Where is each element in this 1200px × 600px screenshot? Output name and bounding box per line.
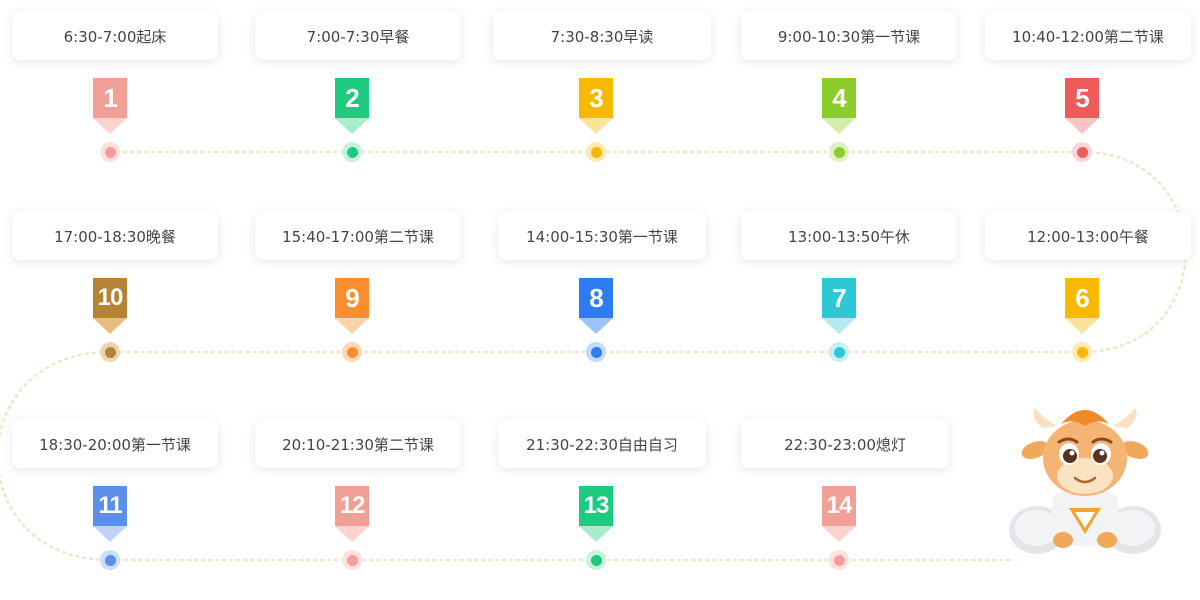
- schedule-card-10: 17:00-18:30晚餐: [12, 212, 218, 260]
- step-number-badge: 10: [93, 278, 127, 334]
- step-number-badge: 8: [579, 278, 613, 334]
- timeline-dot: [100, 550, 120, 570]
- step-number-badge: 7: [822, 278, 856, 334]
- step-number: 6: [1065, 278, 1099, 318]
- badge-pointer-icon: [93, 118, 127, 134]
- badge-pointer-icon: [335, 118, 369, 134]
- step-number: 9: [335, 278, 369, 318]
- badge-pointer-icon: [579, 118, 613, 134]
- step-number: 14: [822, 486, 856, 526]
- timeline-dot: [342, 142, 362, 162]
- timeline-dot: [829, 550, 849, 570]
- step-number: 1: [93, 78, 127, 118]
- timeline-dot: [586, 142, 606, 162]
- schedule-card-11: 18:30-20:00第一节课: [12, 420, 218, 468]
- timeline-dot: [342, 550, 362, 570]
- step-number: 12: [335, 486, 369, 526]
- timeline-dot: [586, 550, 606, 570]
- schedule-card-12: 20:10-21:30第二节课: [255, 420, 461, 468]
- step-number: 8: [579, 278, 613, 318]
- badge-pointer-icon: [335, 526, 369, 542]
- schedule-card-7: 13:00-13:50午休: [741, 212, 957, 260]
- step-number-badge: 1: [93, 78, 127, 134]
- step-number: 5: [1065, 78, 1099, 118]
- timeline-dot: [829, 342, 849, 362]
- step-number: 13: [579, 486, 613, 526]
- badge-pointer-icon: [1065, 318, 1099, 334]
- step-number: 11: [93, 486, 127, 526]
- schedule-card-3: 7:30-8:30早读: [493, 12, 711, 60]
- step-number-badge: 2: [335, 78, 369, 134]
- schedule-card-13: 21:30-22:30自由自习: [498, 420, 706, 468]
- badge-pointer-icon: [93, 318, 127, 334]
- step-number-badge: 4: [822, 78, 856, 134]
- schedule-card-1: 6:30-7:00起床: [12, 12, 218, 60]
- step-number-badge: 9: [335, 278, 369, 334]
- schedule-card-6: 12:00-13:00午餐: [985, 212, 1191, 260]
- step-number: 7: [822, 278, 856, 318]
- step-number-badge: 12: [335, 486, 369, 542]
- step-number-badge: 3: [579, 78, 613, 134]
- step-number-badge: 6: [1065, 278, 1099, 334]
- schedule-card-5: 10:40-12:00第二节课: [985, 12, 1191, 60]
- step-number: 2: [335, 78, 369, 118]
- timeline-dot: [586, 342, 606, 362]
- step-number-badge: 13: [579, 486, 613, 542]
- step-number: 4: [822, 78, 856, 118]
- step-number: 10: [93, 278, 127, 318]
- schedule-card-9: 15:40-17:00第二节课: [255, 212, 461, 260]
- badge-pointer-icon: [93, 526, 127, 542]
- badge-pointer-icon: [822, 118, 856, 134]
- badge-pointer-icon: [335, 318, 369, 334]
- schedule-card-8: 14:00-15:30第一节课: [498, 212, 706, 260]
- step-number-badge: 11: [93, 486, 127, 542]
- timeline-dot: [342, 342, 362, 362]
- timeline-dot: [100, 142, 120, 162]
- schedule-card-2: 7:00-7:30早餐: [255, 12, 461, 60]
- timeline-dot: [1072, 142, 1092, 162]
- badge-pointer-icon: [579, 526, 613, 542]
- timeline-dot: [1072, 342, 1092, 362]
- timeline-dot: [829, 142, 849, 162]
- step-number-badge: 14: [822, 486, 856, 542]
- badge-pointer-icon: [822, 318, 856, 334]
- schedule-card-4: 9:00-10:30第一节课: [741, 12, 957, 60]
- badge-pointer-icon: [1065, 118, 1099, 134]
- step-number: 3: [579, 78, 613, 118]
- schedule-card-14: 22:30-23:00熄灯: [741, 420, 949, 468]
- timeline-dot: [100, 342, 120, 362]
- badge-pointer-icon: [822, 526, 856, 542]
- step-number-badge: 5: [1065, 78, 1099, 134]
- calf-mascot-icon: [1009, 408, 1161, 554]
- badge-pointer-icon: [579, 318, 613, 334]
